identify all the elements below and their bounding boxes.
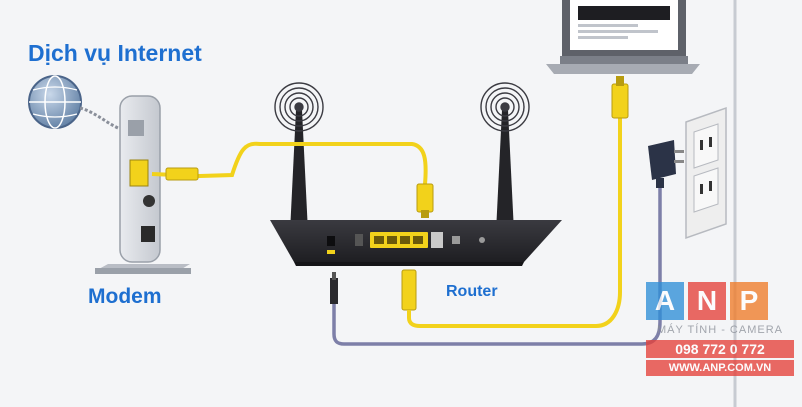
modem-label: Modem (88, 285, 162, 308)
router-label: Router (446, 283, 498, 300)
laptop-device (546, 0, 700, 74)
modem-device (95, 95, 191, 274)
globe-icon (28, 75, 82, 129)
power-adapter (648, 140, 684, 188)
watermark-subtitle: MÁY TÍNH - CAMERA (657, 324, 783, 336)
watermark-letter-n: N (688, 282, 726, 320)
anp-watermark-logo: A N P MÁY TÍNH - CAMERA 098 772 0 772 WW… (642, 282, 798, 392)
wall-outlet (685, 106, 727, 240)
ethernet-cable-modem-router (151, 141, 434, 218)
router-device (270, 110, 562, 266)
watermark-phone: 098 772 0 772 (646, 340, 794, 358)
watermark-letter-p: P (730, 282, 768, 320)
wifi-signal-left-icon (274, 82, 324, 132)
ethernet-cable-router-laptop (401, 76, 629, 328)
internet-service-label: Dịch vụ Internet (28, 40, 202, 66)
phone-line-cable (79, 106, 133, 131)
watermark-letter-a: A (646, 282, 684, 320)
power-cable-router-outlet (330, 184, 662, 346)
watermark-url: WWW.ANP.COM.VN (646, 360, 794, 376)
wifi-signal-right-icon (480, 82, 530, 132)
